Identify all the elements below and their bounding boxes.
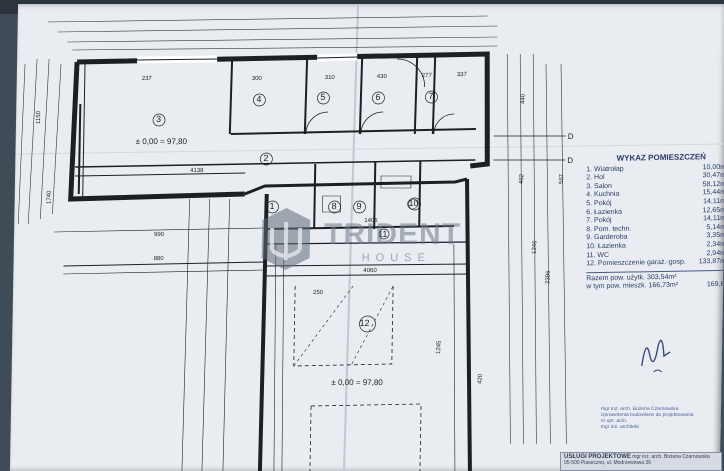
svg-text:D: D <box>568 132 574 141</box>
dim-text: 880 <box>154 256 165 262</box>
dimension-lines-right <box>506 53 567 445</box>
room-number: 6 <box>375 92 381 102</box>
trident-logo-icon <box>261 208 311 270</box>
room-number: 12 <box>359 318 370 328</box>
dim-text: 440 <box>520 93 527 104</box>
paper-fold <box>342 4 360 471</box>
room-number: 3 <box>155 114 162 124</box>
level-mark: ± 0,00 = 97,80 <box>331 378 383 387</box>
title-block: USŁUGI PROJEKTOWE mgr inż. arch. Bożena … <box>560 452 722 471</box>
dim-text: 300 <box>252 76 263 82</box>
room-row: 12. Pomieszczenie garaż.-gosp.133,87m² <box>586 257 724 268</box>
dim-text: 237 <box>142 76 153 82</box>
dimension-lines-top <box>47 15 498 51</box>
architect-stamp: mgr inż. arch. Bożena Czarnowska Uprawni… <box>600 406 694 430</box>
floor-plan-drawing: D D 237 300 310 430 277 337 4138 1406 99… <box>15 4 724 471</box>
dim-text: 430 <box>377 74 388 80</box>
dim-text: 1246 <box>532 240 539 254</box>
dim-text: 310 <box>325 75 336 81</box>
paper-fold <box>15 143 724 155</box>
room-number: 7 <box>428 91 434 101</box>
dim-text: 1406 <box>364 218 378 224</box>
room-circles <box>152 90 438 333</box>
trident-house-watermark: TRIDENT HOUSE <box>257 206 498 276</box>
dimension-lines-left <box>17 58 62 225</box>
dim-text: 1150 <box>36 110 42 124</box>
dim-text: 462 <box>519 173 526 184</box>
walls <box>54 51 490 471</box>
room-number: 4 <box>256 94 262 104</box>
svg-text:D: D <box>567 156 573 165</box>
dim-text: 4060 <box>363 268 377 274</box>
level-mark: ± 0,00 = 97,80 <box>135 137 188 146</box>
dim-text: 2396 <box>545 270 552 284</box>
dim-text: 990 <box>154 232 165 238</box>
dim-text: 420 <box>477 373 484 384</box>
dimension-texts: 237 300 310 430 277 337 4138 1406 990 88… <box>36 72 566 384</box>
watermark-name: TRIDENT <box>323 218 462 251</box>
dim-text: 277 <box>422 73 433 79</box>
dim-text: 4138 <box>190 168 204 174</box>
section-marker: D D <box>493 132 574 165</box>
room-schedule-title: WYKAZ POMIESZCZEŃ <box>616 152 706 163</box>
floor-plan-sheet: D D 237 300 310 430 277 337 4138 1406 99… <box>9 4 724 471</box>
watermark-sub: HOUSE <box>361 252 431 264</box>
room-number: 2 <box>263 153 269 163</box>
signature-icon <box>641 339 671 373</box>
dim-text: 250 <box>313 290 324 296</box>
dim-text: 1245 <box>436 340 443 354</box>
dim-text: 1740 <box>47 190 53 204</box>
dim-text: 567 <box>559 173 566 184</box>
dim-text: 337 <box>457 72 468 78</box>
room-number: 5 <box>320 92 326 102</box>
